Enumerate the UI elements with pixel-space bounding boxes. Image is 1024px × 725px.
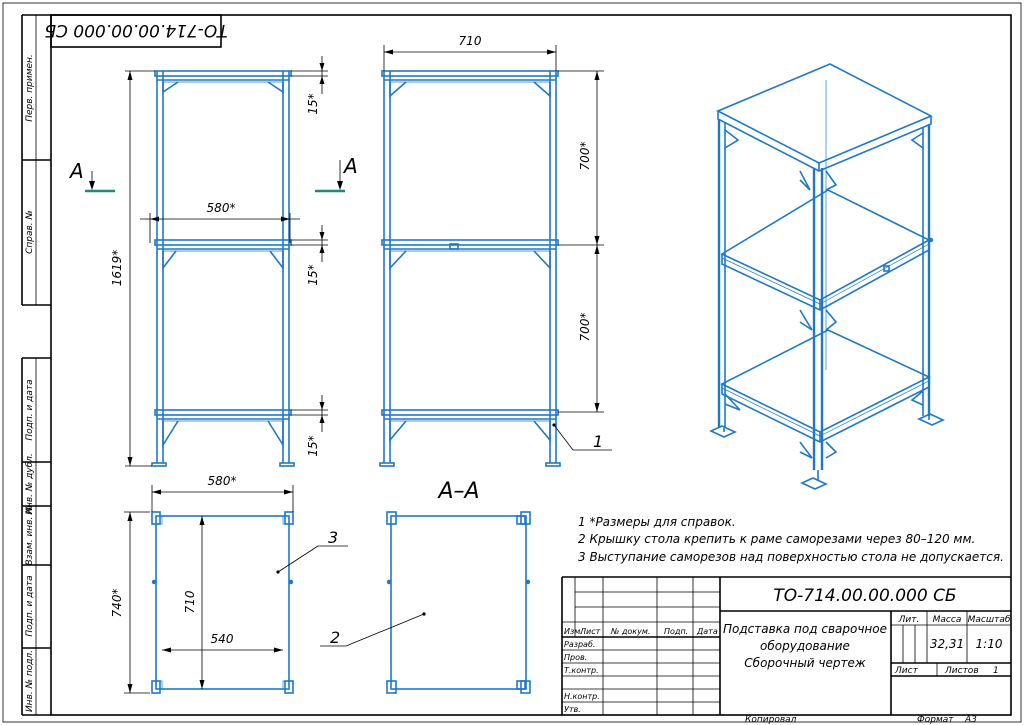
dim-plan-depth: 740*	[110, 589, 124, 618]
isometric-view	[709, 63, 945, 490]
strip-perv-primen: Перв. примен.	[25, 54, 35, 122]
side-view	[379, 70, 561, 467]
dim-plan-width: 580*	[208, 474, 237, 488]
tb-col-doc: № докум.	[610, 627, 650, 636]
tb-lit-label: Лит.	[898, 615, 920, 625]
dim-top-width: 710	[459, 34, 482, 48]
front-view-dimensions: 1619* 15* 15* 15* 580*	[110, 56, 328, 467]
tb-format-value: А3	[964, 715, 977, 725]
callout-2: 2	[330, 628, 340, 647]
tb-mass-label: Масса	[933, 615, 962, 625]
tb-col-date: Дата	[696, 627, 718, 636]
section-marker-right: А	[342, 154, 358, 178]
note-3: 3 Выступание саморезов над поверхностью …	[578, 550, 1004, 564]
tb-name-line2: оборудование	[760, 639, 850, 653]
section-a-a-view: А–А 2	[320, 479, 531, 694]
tb-tkontr: Т.контр.	[564, 666, 599, 675]
dim-gap-3: 15*	[306, 435, 320, 456]
note-2: 2 Крышку стола крепить к раме саморезами…	[578, 532, 975, 546]
plan-view	[151, 511, 294, 694]
strip-vzam-inv: Взам. инв. №	[25, 504, 35, 565]
dim-inner-width: 580*	[207, 201, 236, 215]
strip-sprav-no: Справ. №	[25, 210, 35, 254]
tb-format-label: Формат	[917, 715, 954, 725]
tb-col-izm: Изм.	[564, 627, 583, 636]
tb-scale-value: 1:10	[976, 637, 1003, 651]
tb-mass-value: 32,31	[930, 637, 964, 651]
strip-inv-dubl: Инв. № дубл.	[25, 453, 35, 515]
dim-gap-1: 15*	[306, 93, 320, 114]
section-mark-left: А	[68, 159, 115, 193]
title-block: Изм. Лист № докум. Подп. Дата Разраб. Пр…	[561, 576, 1011, 725]
left-strip: Перв. примен. Справ. № Подп. и дата Инв.…	[21, 14, 51, 716]
dim-plan-inner-depth: 710	[183, 590, 197, 613]
tb-col-list: Лист	[579, 627, 601, 636]
dim-gap-2: 15*	[306, 264, 320, 285]
note-1: 1 *Размеры для справок.	[578, 515, 736, 529]
dim-total-height: 1619*	[110, 250, 124, 287]
strip-podp-data-1: Подп. и дата	[25, 379, 35, 440]
section-title: А–А	[436, 479, 479, 504]
strip-podp-data-2: Подп. и дата	[25, 575, 35, 636]
designation-rotated-box: ТО-714.00.00.000 СБ	[44, 14, 228, 48]
tb-scale-label: Масштаб	[968, 615, 1011, 625]
tb-col-sign: Подп.	[664, 627, 688, 636]
tb-nkontr: Н.контр.	[564, 692, 600, 701]
inner-frame	[50, 14, 1012, 716]
side-view-dimensions: 710 700* 700* 1	[383, 34, 612, 451]
technical-notes: 1 *Размеры для справок. 2 Крышку стола к…	[578, 515, 1004, 564]
tb-utv: Утв.	[564, 705, 581, 714]
tb-designation: ТО-714.00.00.000 СБ	[773, 586, 956, 606]
dim-tier-upper: 700*	[578, 142, 592, 171]
designation-rotated-text: ТО-714.00.00.000 СБ	[44, 20, 227, 40]
tb-sheets-value: 1	[993, 666, 999, 676]
tb-copied: Копировал	[745, 715, 797, 725]
front-view	[151, 70, 295, 467]
dim-tier-lower: 700*	[578, 313, 592, 342]
section-mark-right: А	[315, 154, 358, 193]
tb-sheets-label: Листов	[944, 666, 979, 676]
strip-inv-podl: Инв. № подл.	[25, 650, 35, 712]
tb-name-line1: Подставка под сварочное	[723, 622, 887, 636]
tb-razrab: Разраб.	[564, 640, 595, 649]
dim-plan-inner-width: 540	[211, 632, 234, 646]
tb-sheet-label: Лист	[894, 666, 919, 676]
section-marker-left: А	[68, 159, 84, 183]
plan-view-dimensions: 580* 740* 710 540 3	[110, 474, 348, 694]
tb-prov: Пров.	[564, 653, 587, 662]
tb-name-line3: Сборочный чертеж	[744, 656, 866, 670]
callout-1: 1	[593, 432, 603, 451]
callout-3: 3	[328, 528, 338, 547]
